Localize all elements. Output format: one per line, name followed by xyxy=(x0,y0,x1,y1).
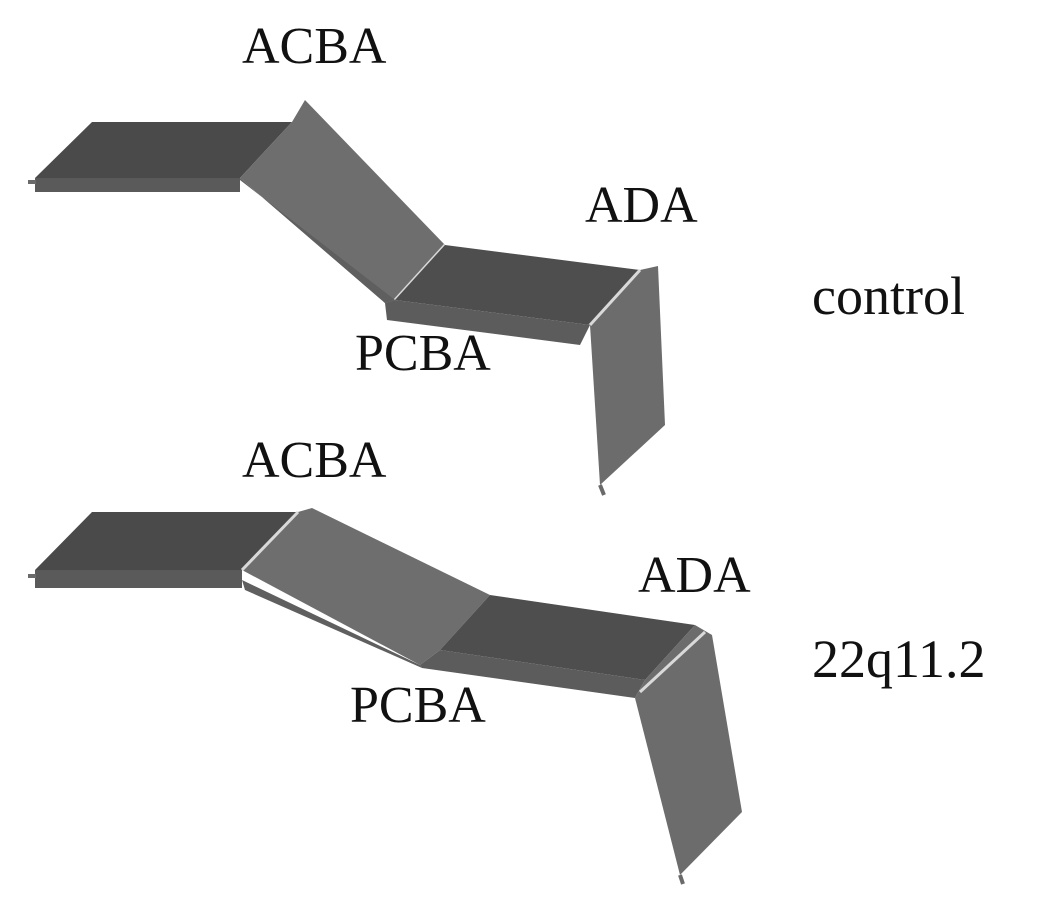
control-pcba-label: PCBA xyxy=(355,325,491,382)
deletion-acba-flat-segment xyxy=(28,512,298,588)
control-acba-label: ACBA xyxy=(242,18,387,75)
deletion-pcba-segment xyxy=(420,595,695,698)
control-model xyxy=(28,100,665,496)
control-acba-flat-segment xyxy=(28,122,292,192)
control-pcba-segment xyxy=(385,245,640,345)
deletion-ada-segment xyxy=(635,625,742,885)
deletion-acba-slope-segment xyxy=(240,508,490,668)
deletion-pcba-label: PCBA xyxy=(350,677,486,734)
deletion-ada-label: ADA xyxy=(638,547,751,604)
control-group-label: control xyxy=(812,266,965,326)
deletion-group-label: 22q11.2 xyxy=(812,629,986,689)
control-ada-label: ADA xyxy=(585,177,698,234)
deletion-model xyxy=(28,508,742,885)
deletion-acba-label: ACBA xyxy=(242,432,387,489)
control-ada-segment xyxy=(588,266,665,496)
